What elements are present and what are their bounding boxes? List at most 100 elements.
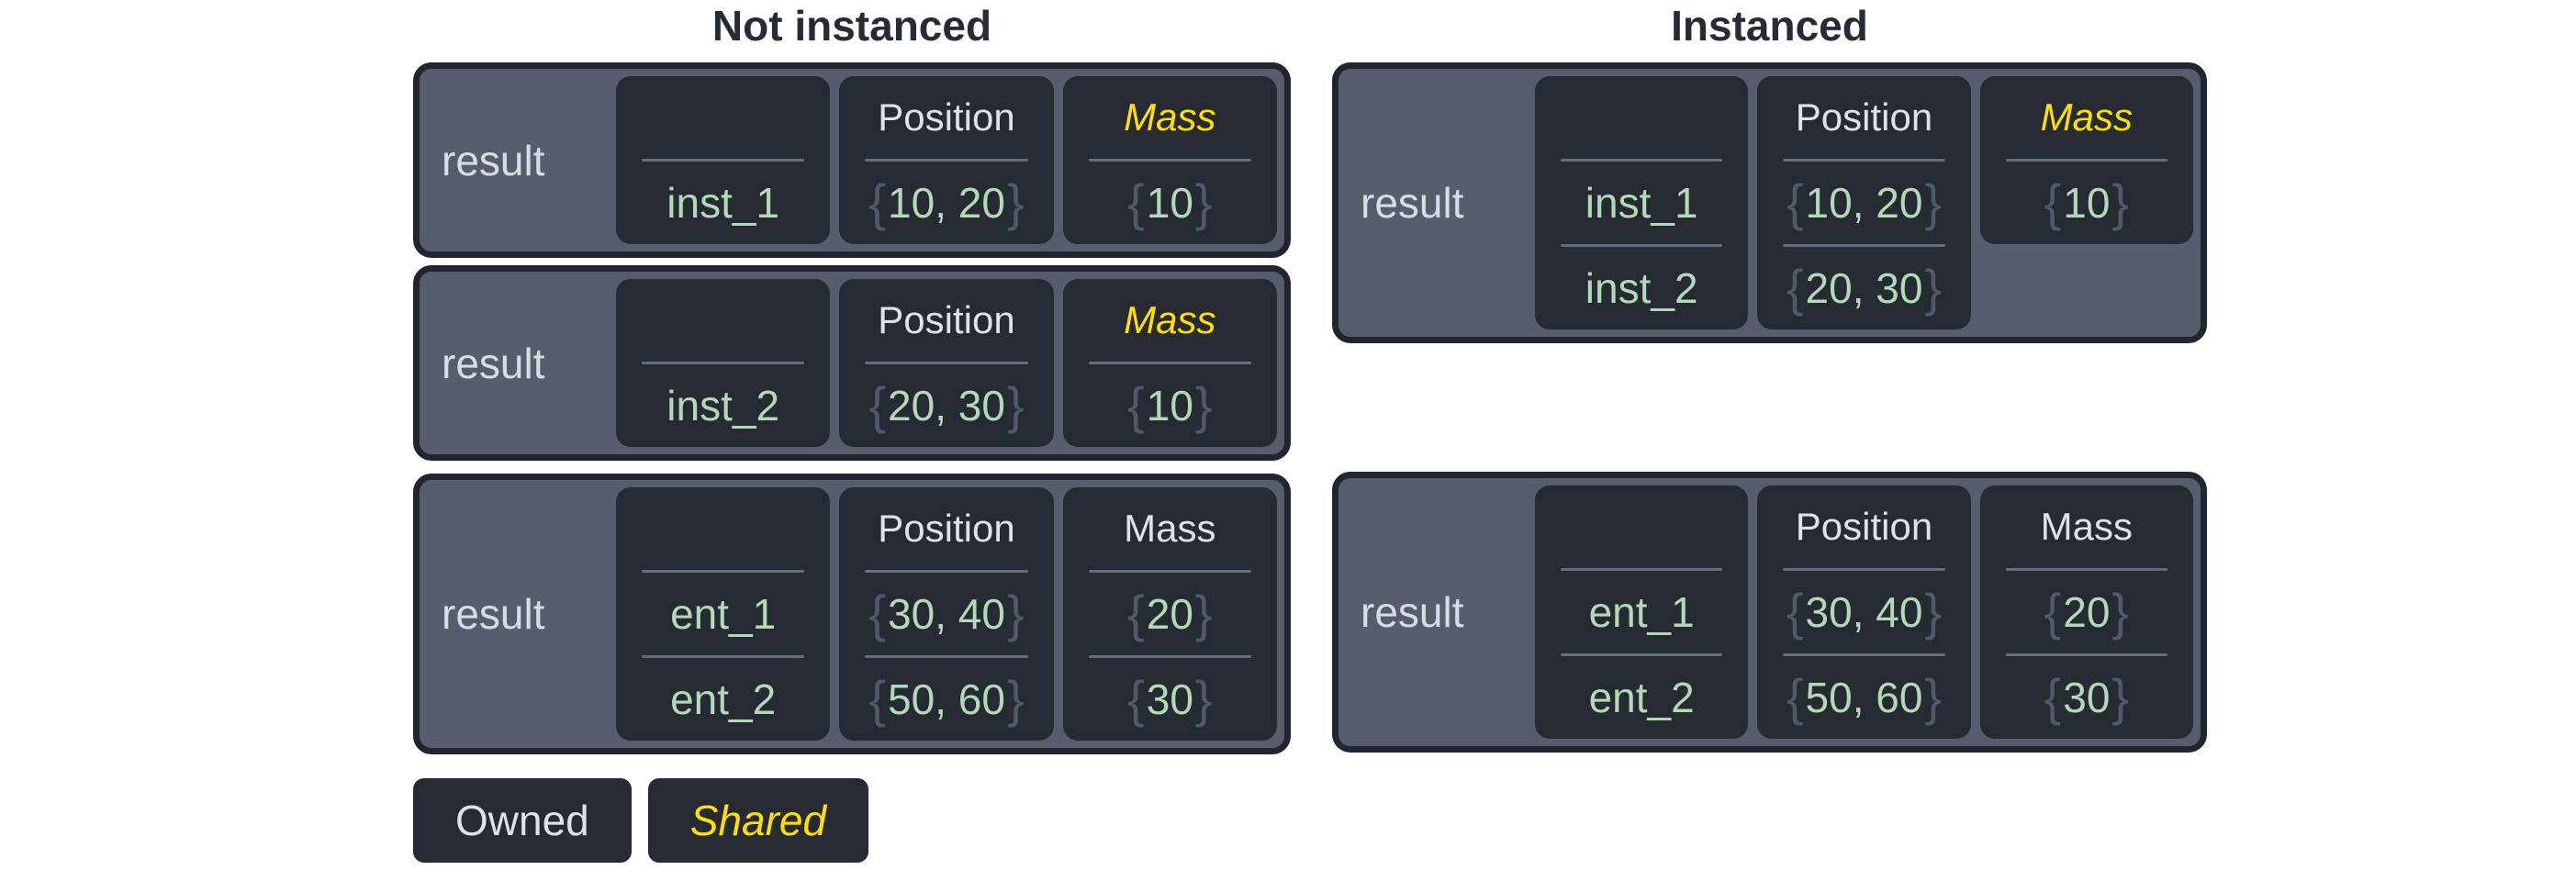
row-divider [642, 159, 805, 162]
component-value: 30 [2063, 674, 2111, 721]
column-position: Position{30, 40}{50, 60} [839, 487, 1054, 741]
row-divider [865, 570, 1028, 573]
cell-value: {50, 60} [868, 670, 1025, 728]
archetype-table: result inst_1 inst_2 Position{10, 20}{20, 3… [1332, 62, 2207, 343]
row-divider [1561, 653, 1723, 656]
column-mass: Mass {10} [1979, 76, 2193, 244]
component-value: 10 [1146, 382, 1193, 429]
column-position: Position {30, 40} {50, 60} [1757, 485, 1971, 739]
entity-name: ent_1 [670, 590, 777, 638]
entity-name: ent_2 [670, 675, 777, 723]
archetype-table: result inst_2 Position {20, 30} Mass {10} [413, 265, 1291, 461]
cell-value: ent_2 [1535, 656, 1748, 739]
column-header [1535, 485, 1748, 568]
column-header: Position [1795, 95, 1933, 139]
row-divider [2005, 159, 2167, 162]
cell-value: {50, 60} [1786, 668, 1943, 726]
table-stack-instanced: result inst_1 inst_2 Position{10, 20}{20, 3… [1332, 62, 2207, 753]
group-not-instanced: Not instanced result inst_1 Position{10, 2… [413, 4, 1291, 863]
row-divider [642, 655, 805, 658]
column-position: Position{10, 20} [839, 76, 1054, 244]
cell-value: {30} [2044, 668, 2130, 726]
result-label: result [442, 339, 545, 387]
archetype-table: result inst_1 Position{10, 20} Mass {10} [413, 62, 1291, 258]
cell-value: {20} [2044, 583, 2130, 641]
column-header [616, 279, 830, 362]
component-value: 20, 30 [1805, 264, 1923, 312]
row-divider [1088, 159, 1251, 162]
row-divider [642, 570, 805, 573]
component-value: 20 [1146, 590, 1193, 638]
cell-value: inst_1 [1535, 162, 1748, 244]
component-value: 30, 40 [888, 590, 1005, 638]
component-value: 30, 40 [1805, 588, 1923, 636]
cell-value: {10} [1127, 173, 1213, 231]
group-title-not-instanced: Not instanced [711, 2, 992, 50]
result-label: result [442, 136, 545, 184]
cell-value: {30} [1127, 670, 1213, 728]
entity-name: ent_2 [1588, 674, 1695, 721]
cell-value: ent_2 [616, 658, 830, 741]
column-position: Position{10, 20}{20, 30} [1757, 76, 1971, 329]
entity-name: inst_1 [666, 179, 780, 227]
column-entity: inst_1 inst_2 [1535, 76, 1749, 329]
row-divider [865, 362, 1028, 364]
column-header: Mass [1124, 298, 1216, 341]
column-mass: Mass {10} [1062, 76, 1277, 244]
column-entity: inst_2 [616, 279, 831, 447]
cell-value: ent_1 [1535, 571, 1748, 653]
entity-name: inst_1 [1585, 179, 1698, 227]
cell-value: {20, 30} [868, 376, 1025, 434]
group-instanced: Instanced result inst_1 inst_2 Position{10,… [1332, 4, 2207, 753]
cell-value: inst_1 [616, 162, 830, 244]
row-divider [1561, 568, 1723, 571]
row-divider [1783, 568, 1945, 571]
column-entity: ent_1 ent_2 [616, 487, 831, 741]
cell-value: ent_1 [616, 573, 830, 655]
column-header: Mass [2040, 95, 2133, 139]
row-divider [642, 362, 805, 364]
component-value: 30 [1146, 675, 1193, 723]
row-divider [1561, 159, 1723, 162]
row-divider [1561, 244, 1723, 247]
column-header: Position [878, 507, 1015, 550]
group-title-instanced: Instanced [1671, 2, 1868, 50]
column-header: Position [878, 298, 1015, 341]
cell-value: {20, 30} [1786, 259, 1943, 317]
component-value: 20, 30 [888, 382, 1005, 429]
column-mass: Mass {10} [1062, 279, 1277, 447]
column-position: Position {20, 30} [839, 279, 1054, 447]
component-value: 20 [2063, 588, 2111, 636]
legend-owned: Owned [413, 778, 632, 863]
row-divider [1088, 570, 1251, 573]
component-value: 50, 60 [1805, 674, 1923, 721]
entity-name: inst_2 [666, 382, 780, 429]
column-entity: ent_1 ent_2 [1535, 485, 1749, 739]
cell-value: inst_2 [1535, 247, 1748, 329]
row-divider [865, 159, 1028, 162]
row-divider [1783, 653, 1945, 656]
column-mass: Mass {20} {30} [1979, 485, 2193, 739]
row-divider [1783, 159, 1945, 162]
column-header: Mass [1124, 507, 1216, 550]
result-label: result [1361, 179, 1464, 227]
entity-name: ent_1 [1588, 588, 1695, 636]
row-divider [2005, 653, 2167, 656]
cell-value: {10} [2044, 173, 2130, 231]
column-header: Position [878, 95, 1015, 139]
column-header: Mass [2040, 505, 2133, 548]
component-value: 50, 60 [888, 675, 1005, 723]
row-divider [2005, 568, 2167, 571]
column-header: Mass [1124, 95, 1216, 139]
component-value: 10 [1146, 179, 1193, 227]
entity-name: inst_2 [1585, 264, 1698, 312]
column-header [616, 487, 830, 570]
column-header: Position [1795, 505, 1933, 548]
cell-value: {20} [1127, 585, 1213, 642]
column-mass: Mass {20} {30} [1062, 487, 1277, 741]
cell-value: {30, 40} [1786, 583, 1943, 641]
cell-value: {10} [1127, 376, 1213, 434]
